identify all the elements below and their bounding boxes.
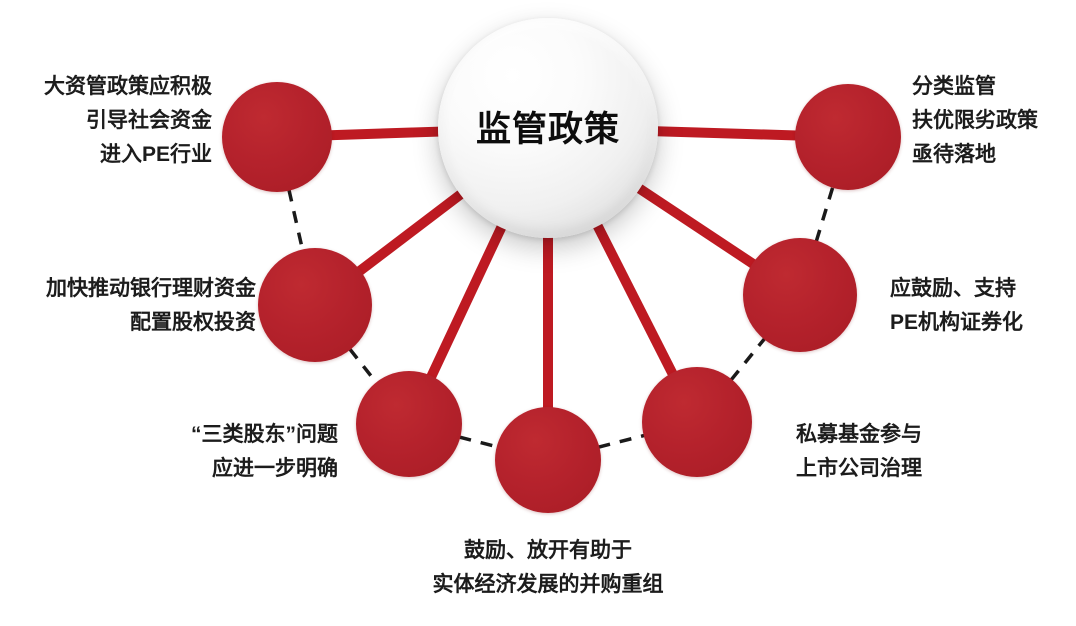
spoke-hub-to-node-top-right [643,125,802,141]
hub-label: 监管政策 [475,109,620,149]
node-bottom-label: 鼓励、放开有助于实体经济发展的并购重组 [348,534,748,602]
node-bottom-left[interactable] [356,371,462,477]
node-top-left[interactable] [222,82,332,192]
node-right[interactable] [743,238,857,352]
rim-link-node-right-to-node-top-right [814,186,835,242]
node-bottom-left-label: “三类股东”问题应进一步明确 [100,418,338,486]
node-top-right-label-line: 扶优限劣政策 [912,109,1038,133]
node-left-label-line: 配置股权投资 [130,311,256,335]
node-top-left-label-line: 引导社会资金 [86,109,212,133]
node-top-right-label-line: 亟待落地 [912,143,996,167]
node-top-right[interactable] [795,84,901,190]
node-bottom-right-label-line: 私募基金参与 [796,423,922,446]
node-bottom-label-line: 鼓励、放开有助于 [464,539,632,562]
node-left-label: 加快推动银行理财资金配置股权投资 [4,272,256,340]
node-bottom-left-label-line: “三类股东”问题 [191,423,338,446]
spoke-hub-to-node-top-left [325,126,453,141]
node-bottom-right-label-line: 上市公司治理 [796,457,922,481]
node-top-left-label-line: 大资管政策应积极 [44,75,212,98]
node-bottom-left-label-line: 应进一步明确 [212,457,338,481]
rim-link-node-bottom-to-node-bottom-right [597,433,646,449]
node-top-left-label: 大资管政策应积极引导社会资金进入PE行业 [4,70,212,172]
rim-link-node-bottom-left-to-node-bottom [458,435,499,449]
node-bottom-right-label: 私募基金参与上市公司治理 [796,418,1036,486]
spoke-hub-to-node-left [352,182,475,279]
rim-link-node-bottom-right-to-node-right [729,337,767,382]
node-top-left-label-line: 进入PE行业 [99,143,212,167]
hub-node-regulatory-policy[interactable]: 监管政策 [438,18,658,238]
node-bottom-label-line: 实体经济发展的并购重组 [432,573,664,597]
node-left-label-line: 加快推动银行理财资金 [46,277,256,300]
node-top-right-label-line: 分类监管 [912,75,996,98]
rim-link-node-top-left-to-node-left [287,189,305,251]
node-bottom[interactable] [495,407,601,513]
spoke-hub-to-node-right [625,176,761,271]
rim-link-node-left-to-node-bottom-left [348,347,379,385]
node-right-label-line: 应鼓励、支持 [890,277,1016,300]
node-top-right-label: 分类监管扶优限劣政策亟待落地 [912,70,1076,172]
node-right-label: 应鼓励、支持 PE机构证券化 [890,272,1076,340]
spoke-hub-to-node-bottom-right [586,211,680,381]
spoke-hub-to-node-bottom-left [424,212,512,384]
node-bottom-right[interactable] [642,367,752,477]
node-left[interactable] [258,248,372,362]
node-right-label-line: PE机构证券化 [890,311,1024,335]
